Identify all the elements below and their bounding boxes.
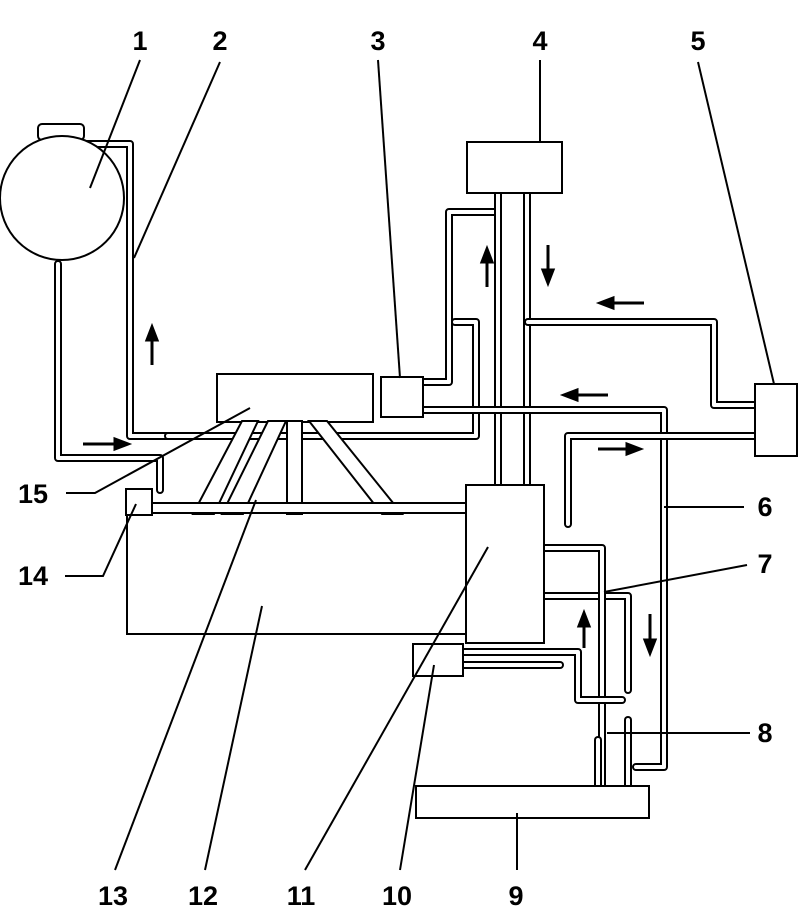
callout-7: 7 (757, 549, 772, 579)
leader-14 (65, 503, 137, 577)
callout-3: 3 (370, 26, 385, 56)
hose-10 (540, 592, 632, 694)
callout-12: 12 (188, 881, 218, 911)
leader-lines (65, 59, 775, 871)
callout-5: 5 (690, 26, 705, 56)
leader-1 (89, 59, 141, 189)
component-coolant-pump (412, 643, 464, 677)
flow-arrow (576, 608, 592, 648)
component-engine-block (126, 509, 474, 635)
callout-6: 6 (757, 492, 772, 522)
hose-11-bore (542, 546, 604, 788)
flow-arrow (144, 322, 160, 365)
callout-2: 2 (212, 26, 227, 56)
leader-7 (603, 564, 748, 593)
component-expansion-tank (0, 123, 125, 261)
component-manifold (216, 373, 374, 423)
flow-arrow (595, 295, 644, 311)
flow-arrow (540, 245, 556, 288)
hose-8-bore (421, 408, 666, 769)
leader-5 (697, 61, 775, 385)
pipe-network (54, 140, 759, 790)
flow-arrow (479, 244, 495, 287)
component-auxiliary-unit (754, 383, 798, 457)
callout-9: 9 (508, 881, 523, 911)
callout-8: 8 (757, 718, 772, 748)
component-valve (380, 376, 424, 418)
flow-arrow (598, 441, 645, 457)
leader-10 (399, 664, 435, 871)
callout-4: 4 (532, 26, 547, 56)
hose-10-bore (542, 594, 630, 692)
hose-3-bore (56, 262, 162, 492)
callout-15: 15 (18, 479, 48, 509)
component-radiator (415, 785, 650, 819)
component-heater-core (466, 141, 563, 194)
callout-labels: 1 2 3 4 5 6 7 8 9 10 11 12 13 14 15 (18, 26, 773, 911)
callout-10: 10 (382, 881, 412, 911)
leader-2 (133, 61, 221, 259)
callout-13: 13 (98, 881, 128, 911)
hose-7-bore (526, 320, 757, 407)
leader-12 (204, 605, 263, 871)
flow-arrows (83, 244, 658, 658)
callout-11: 11 (287, 881, 316, 911)
hose-9-bore (566, 434, 757, 526)
tank-body (0, 135, 125, 261)
leader-11 (304, 546, 489, 871)
hose-7 (524, 318, 759, 409)
leader-13 (114, 499, 257, 871)
flow-arrow (559, 387, 608, 403)
hose-4-bore (421, 210, 497, 384)
component-sensor (125, 488, 153, 516)
callout-14: 14 (18, 561, 48, 591)
hose-4 (419, 208, 499, 386)
component-frame-13 (126, 420, 474, 515)
hose-12-bore (461, 650, 624, 702)
flow-arrow (83, 436, 133, 452)
leader-15 (66, 407, 251, 494)
flow-arrow (642, 614, 658, 658)
leader-3 (377, 59, 401, 379)
callout-1: 1 (132, 26, 147, 56)
